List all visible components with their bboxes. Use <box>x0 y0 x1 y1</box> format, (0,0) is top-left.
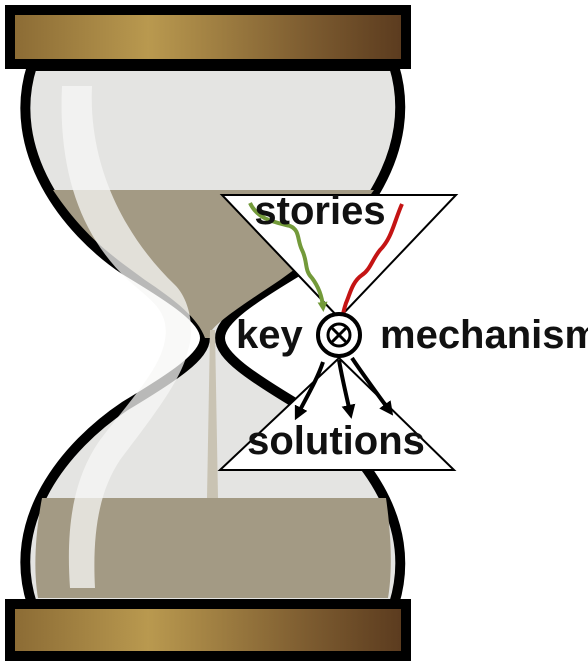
output-funnel <box>217 356 457 471</box>
solution-arrow-middle <box>337 359 356 419</box>
label-mechanism: mechanism <box>380 313 588 357</box>
label-key: key <box>236 313 303 357</box>
bottom-cap <box>5 599 411 661</box>
bottom-sand <box>35 498 391 598</box>
label-stories: stories <box>254 189 385 233</box>
label-solutions: solutions <box>247 419 425 463</box>
falling-sand <box>207 330 218 498</box>
input-funnel <box>219 194 459 320</box>
green-story-arrow <box>248 202 328 312</box>
circled-times-icon <box>316 312 362 358</box>
red-story-arrow <box>336 203 404 330</box>
solution-arrow-left <box>294 361 325 421</box>
glass-highlight <box>61 86 192 588</box>
solution-arrow-right <box>350 356 394 416</box>
top-cap <box>5 5 411 69</box>
